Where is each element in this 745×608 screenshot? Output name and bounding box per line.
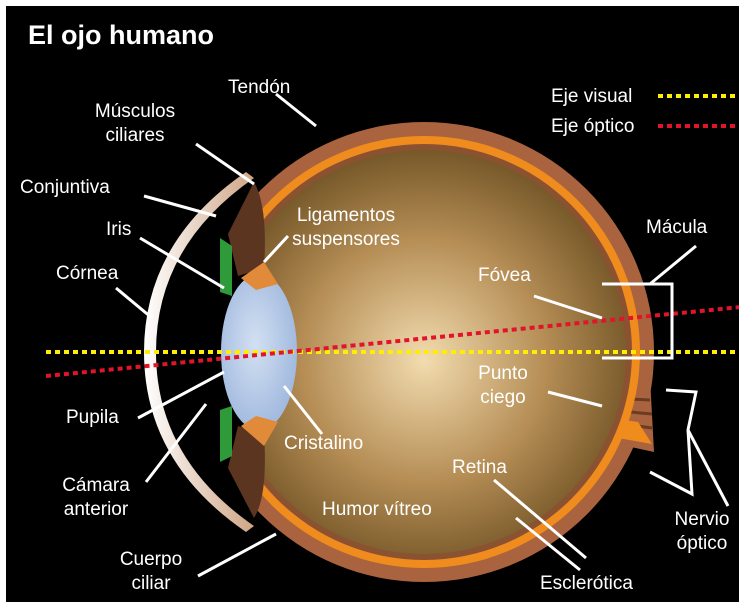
label-tendon: Tendón: [228, 77, 291, 98]
leader-cornea: [115, 286, 153, 320]
leader-iris: [139, 236, 225, 290]
lens: [221, 274, 297, 430]
suspensory-ligament-lower: [241, 416, 278, 446]
leader-conjunctiva: [143, 194, 217, 218]
diagram-canvas: El ojo humano Eje visual Eje óptico Tend…: [6, 6, 739, 602]
label-retina: Retina: [452, 457, 507, 478]
label-fovea: Fóvea: [478, 265, 531, 286]
legend-visual-axis-label: Eje visual: [551, 86, 633, 107]
label-cornea: Córnea: [56, 263, 119, 284]
label-vitreous-humor: Humor vítreo: [322, 499, 432, 520]
eye-cross-section-diagram: [45, 92, 739, 582]
label-blind-spot: Punto ciego: [478, 363, 528, 408]
label-ciliary-muscles: Músculos ciliares: [94, 101, 176, 146]
label-iris: Iris: [106, 219, 132, 240]
cornea: [144, 172, 254, 532]
label-pupil: Pupila: [66, 407, 119, 428]
label-suspensory-ligaments: Ligamentos suspensores: [292, 205, 400, 250]
leader-lines: [115, 92, 603, 578]
label-conjunctiva: Conjuntiva: [20, 177, 110, 198]
iris-lower: [220, 406, 232, 462]
macula-bracket: [602, 282, 674, 360]
label-macula: Mácula: [646, 217, 708, 238]
ciliary-body-upper: [228, 182, 265, 276]
label-ciliary-body: Cuerpo ciliar: [119, 549, 183, 594]
label-sclera: Esclerótica: [540, 573, 633, 594]
optical-axis-line: [45, 305, 739, 378]
suspensory-ligament-upper: [241, 262, 278, 290]
label-anterior-chamber: Cámara anterior: [62, 475, 130, 520]
macula-leader: [649, 244, 697, 286]
leader-suspensory-ligaments: [262, 234, 290, 264]
leader-retina: [493, 478, 587, 560]
iris-upper: [220, 238, 232, 296]
leader-blind-spot: [547, 390, 603, 408]
leader-pupil: [137, 370, 225, 420]
leader-fovea: [533, 294, 603, 320]
diagram-title: El ojo humano: [28, 20, 214, 50]
optic-nerve-bracket: [649, 388, 698, 497]
leader-tendon: [275, 92, 317, 128]
ciliary-body-lower: [228, 426, 265, 518]
optic-nerve-leader: [686, 429, 730, 507]
leader-lens: [282, 385, 324, 435]
label-lens: Cristalino: [284, 433, 364, 454]
legend-optical-axis-label: Eje óptico: [551, 116, 635, 137]
leader-sclera: [515, 516, 581, 572]
leader-ciliary-body: [197, 532, 277, 578]
leader-anterior-chamber: [144, 403, 208, 483]
label-optic-nerve: Nervio óptico: [674, 509, 730, 554]
leader-ciliary-muscles: [195, 142, 255, 186]
